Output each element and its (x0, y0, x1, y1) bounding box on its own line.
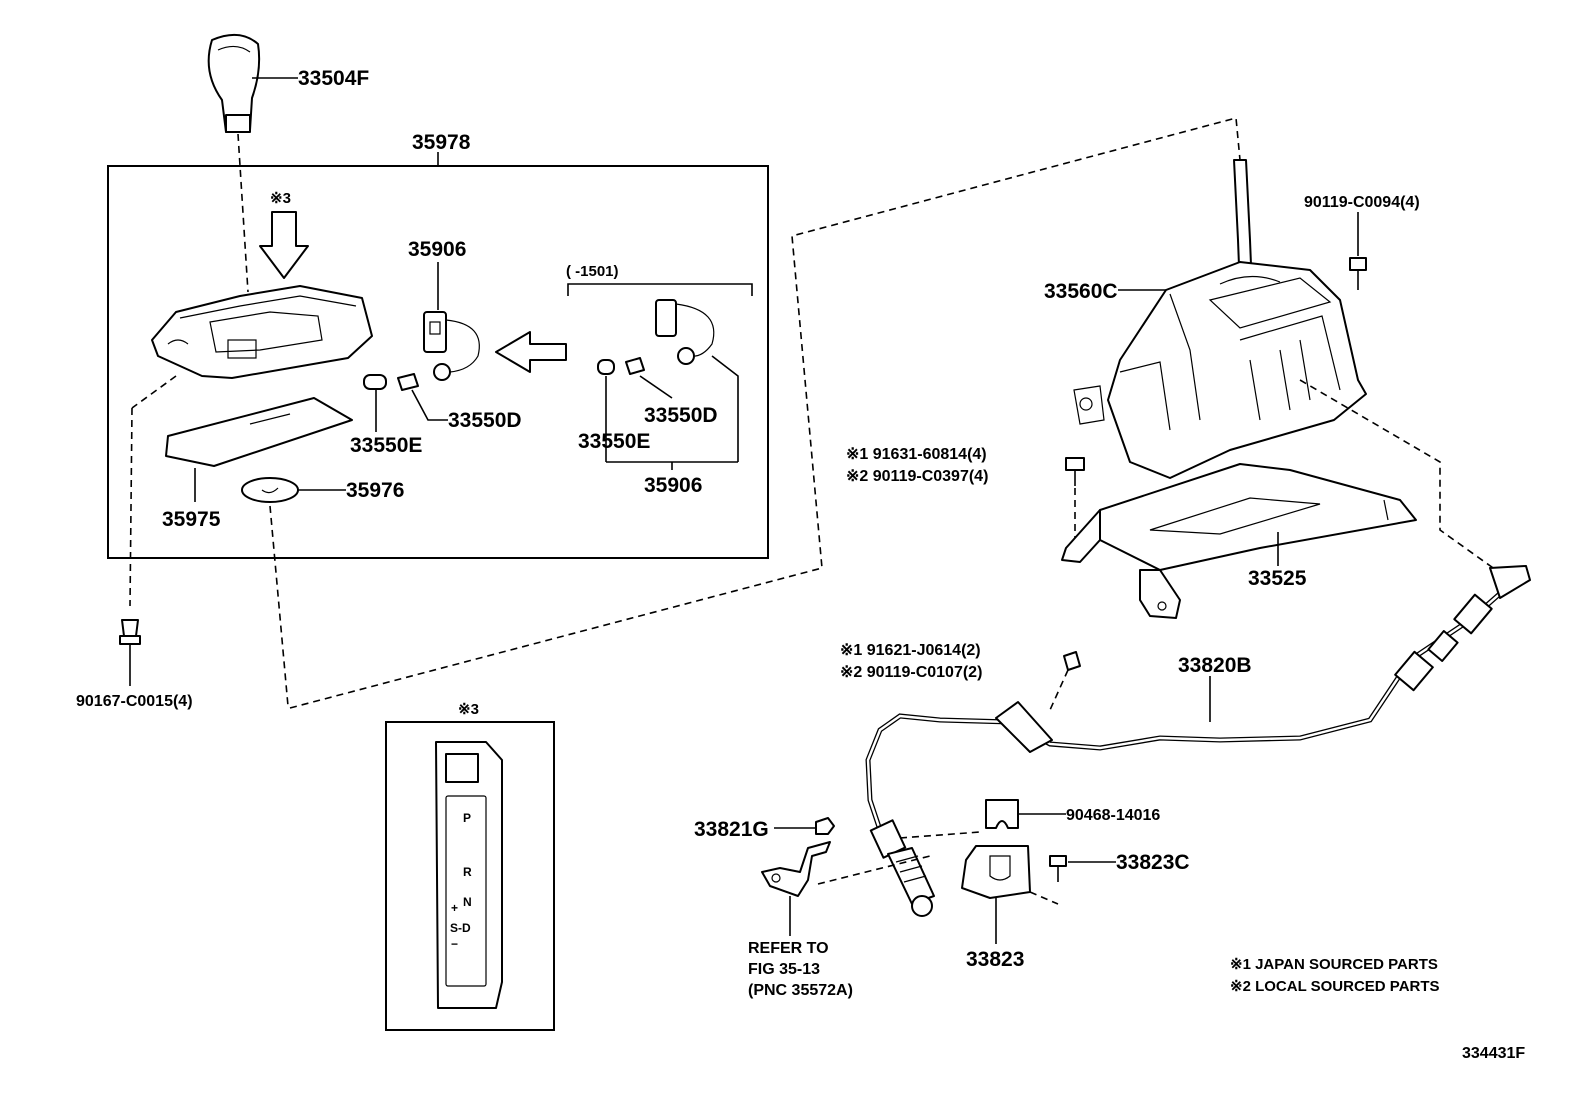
figure-id: 334431F (1462, 1045, 1525, 1062)
label-90119-C0397: ※2 90119-C0397(4) (846, 468, 988, 485)
detail-box (385, 721, 555, 1031)
label-mark3-top: ※3 (270, 190, 291, 207)
label-range-note: ( -1501) (566, 263, 619, 280)
label-90468-14016: 90468-14016 (1066, 807, 1160, 824)
label-33550D-left: 33550D (448, 409, 522, 432)
label-91621-J0614: ※1 91621-J0614(2) (840, 642, 981, 659)
bolt-cable-part (1063, 651, 1081, 671)
socket-harness-left-part (423, 311, 480, 381)
indicator-plate-part (165, 397, 353, 467)
label-90119-C0094: 90119-C0094(4) (1304, 194, 1420, 211)
shift-lever-housing-part (1073, 159, 1367, 479)
legend-japan-sourced: ※1 JAPAN SOURCED PARTS (1230, 956, 1438, 973)
indicator-housing-part (151, 285, 373, 379)
gear-r: R (463, 865, 472, 879)
label-35975: 35975 (162, 508, 221, 531)
label-35906-top: 35906 (408, 238, 466, 261)
label-33821G: 33821G (694, 818, 769, 841)
label-33525: 33525 (1248, 567, 1307, 590)
gear-p: P (463, 811, 471, 825)
left-arrow-icon (495, 331, 567, 373)
label-35976: 35976 (346, 479, 404, 502)
lens-part (241, 477, 299, 503)
bolt-top-part (1349, 257, 1367, 290)
label-pnc-35572A: (PNC 35572A) (748, 982, 853, 999)
retainer-part (961, 845, 1031, 899)
gear-indicator-panel (435, 741, 503, 1009)
label-mark3-detail: ※3 (458, 701, 479, 718)
label-fig-35-13: FIG 35-13 (748, 961, 820, 978)
mounting-bracket-part (1061, 463, 1417, 619)
label-33560C: 33560C (1044, 280, 1118, 303)
gear-s-d: S-D (450, 921, 471, 935)
shift-knob-part (207, 33, 261, 133)
bulb-left-group (363, 373, 419, 391)
gear-plus: + (451, 901, 458, 915)
socket-harness-right-part (597, 299, 715, 375)
label-90167-C0015: 90167-C0015(4) (76, 693, 193, 710)
label-35906-bottom: 35906 (644, 474, 702, 497)
down-arrow-icon (259, 211, 309, 279)
screw-left-part (119, 619, 141, 686)
label-33550E-right: 33550E (578, 430, 650, 453)
label-33550D-right: 33550D (644, 404, 718, 427)
gear-n: N (463, 895, 472, 909)
label-90119-C0107: ※2 90119-C0107(2) (840, 664, 982, 681)
label-33823C: 33823C (1116, 851, 1190, 874)
shift-cable-part (865, 565, 1531, 917)
label-refer-to: REFER TO (748, 940, 829, 957)
label-33504F: 33504F (298, 67, 369, 90)
label-91631-60814: ※1 91631-60814(4) (846, 446, 987, 463)
label-33823: 33823 (966, 948, 1024, 971)
bolt-small-part (1049, 855, 1067, 882)
label-35978: 35978 (412, 131, 471, 154)
legend-local-sourced: ※2 LOCAL SOURCED PARTS (1230, 978, 1440, 995)
label-33550E-left: 33550E (350, 434, 422, 457)
nut-part (815, 817, 835, 835)
gear-minus: − (451, 937, 458, 951)
cable-bracket-part (761, 841, 831, 897)
bolt-mid-part (1065, 457, 1085, 486)
clip-part (985, 799, 1019, 829)
label-33820B: 33820B (1178, 654, 1252, 677)
